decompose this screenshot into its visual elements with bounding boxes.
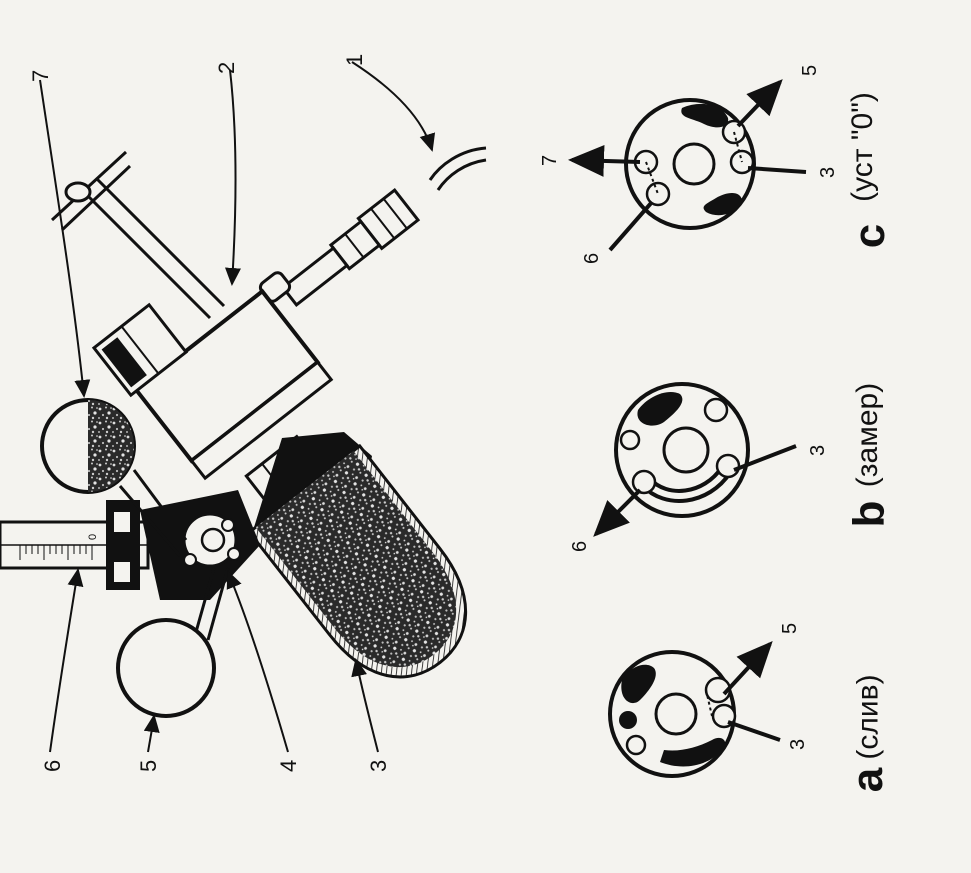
magnified-view-bottom — [116, 618, 216, 718]
callout-7: 7 — [28, 70, 53, 82]
leader-2 — [225, 69, 241, 286]
callout-6: 6 — [40, 760, 65, 772]
position-c-label-6: 6 — [581, 253, 603, 264]
callout-5: 5 — [136, 760, 161, 772]
position-c-line-3 — [747, 166, 807, 174]
supply-tube — [428, 146, 487, 181]
position-a-letter: a — [843, 767, 893, 793]
position-c-disc: 7 5 6 3 — [539, 65, 839, 264]
position-c-label-5: 5 — [799, 65, 821, 76]
fitting-nuts — [280, 188, 421, 307]
leader-3 — [351, 658, 379, 753]
position-b-word: (замер) — [851, 382, 885, 488]
position-b-label-6: 6 — [569, 541, 591, 552]
leader-1 — [351, 61, 436, 152]
position-c-arrow-7 — [568, 144, 641, 177]
position-b-arrow-6 — [593, 488, 642, 537]
position-a-label-5: 5 — [779, 623, 801, 634]
callout-1: 1 — [342, 54, 367, 66]
position-c-arrow-6 — [608, 200, 654, 252]
leader-6 — [49, 568, 84, 753]
scale-zero-label: 0 — [87, 534, 99, 540]
graduated-scale: 0 — [0, 500, 150, 590]
position-a-line-3 — [727, 720, 781, 742]
position-b-label-3: 3 — [807, 445, 829, 456]
position-a-word: (слив) — [851, 674, 885, 760]
callout-4: 4 — [276, 760, 301, 772]
position-b-disc: 6 3 — [569, 382, 829, 552]
position-c-letter: c — [845, 223, 895, 249]
leader-5 — [143, 714, 160, 753]
callout-2: 2 — [214, 62, 239, 74]
position-a-label-3: 3 — [787, 739, 809, 750]
valve-body — [133, 288, 334, 481]
leader-7 — [39, 79, 91, 398]
position-c-label-7: 7 — [539, 155, 561, 166]
position-c-arrow-5 — [736, 79, 783, 128]
hex-nut — [91, 302, 189, 398]
leader-4 — [226, 570, 289, 753]
position-c-label-3: 3 — [817, 167, 839, 178]
callout-3: 3 — [366, 760, 391, 772]
handle — [50, 150, 226, 320]
position-a-arrow-5 — [722, 641, 773, 696]
position-a-disc: 5 3 — [608, 623, 809, 778]
apparatus: 0 1 2 7 6 — [0, 54, 487, 772]
position-b-line-3 — [733, 444, 797, 472]
position-b-letter: b — [844, 500, 894, 528]
position-c-word: (уст "0") — [845, 92, 879, 202]
